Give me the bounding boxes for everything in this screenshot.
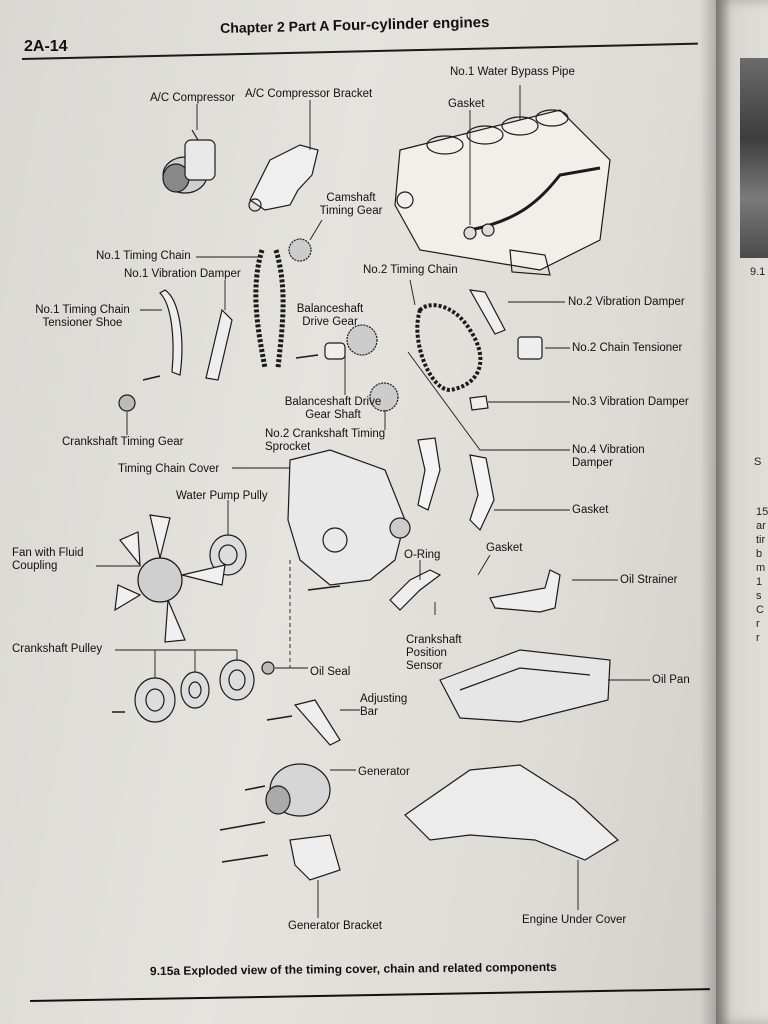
adjacent-fragment: C: [756, 604, 764, 616]
no1-damper-drawing: [205, 308, 233, 381]
adjacent-page: 9.1 S 15 ar tir b m 1 s C r r: [716, 0, 768, 1024]
adjacent-fragment: tir: [756, 534, 766, 546]
label-balanceshaft-drive-gear-shaft: Balanceshaft Drive Gear Shaft: [284, 396, 382, 421]
label-no3-vibration-damper: No.3 Vibration Damper: [572, 396, 689, 408]
balanceshaft-gear-drawing: [346, 324, 378, 356]
adjacent-figure-ref: 9.1: [750, 266, 766, 278]
oil-strainer-drawing: [489, 569, 561, 613]
ac-compressor-drawing: [162, 129, 216, 194]
label-crankshaft-timing-gear: Crankshaft Timing Gear: [62, 436, 184, 448]
oil-pan-drawing: [439, 649, 611, 723]
label-ac-compressor-bracket: A/C Compressor Bracket: [245, 88, 373, 100]
label-crankshaft-pulley: Crankshaft Pulley: [12, 643, 103, 655]
crankshaft-pulley-drawing: [134, 659, 255, 723]
label-o-ring: O-Ring: [404, 549, 441, 561]
label-no2-timing-chain: No.2 Timing Chain: [363, 264, 458, 276]
label-no1-vibration-damper: No.1 Vibration Damper: [124, 268, 241, 280]
label-oil-seal: Oil Seal: [310, 666, 351, 678]
label-ac-compressor: A/C Compressor: [150, 92, 235, 104]
label-gasket-mid: Gasket: [572, 504, 609, 516]
label-fan-with-fluid-coupling: Fan with Fluid Coupling: [12, 547, 84, 572]
label-timing-chain-cover: Timing Chain Cover: [118, 463, 220, 475]
adjacent-fragment: 1: [756, 576, 763, 588]
label-crankshaft-position-sensor: Crankshaft Position Sensor: [406, 634, 462, 672]
no2-timing-chain-drawing: [415, 303, 483, 393]
label-no2-chain-tensioner: No.2 Chain Tensioner: [572, 342, 683, 354]
label-no1-timing-chain: No.1 Timing Chain: [96, 250, 191, 262]
camshaft-gear-drawing: [288, 238, 312, 262]
generator-bracket-drawing: [289, 834, 341, 881]
adjusting-bar-drawing: [293, 699, 341, 746]
adjacent-fragment: b: [756, 548, 763, 560]
label-oil-pan: Oil Pan: [652, 674, 690, 686]
tensioner-shoe-drawing: [159, 289, 183, 376]
adjacent-fragment: s: [756, 590, 762, 602]
label-no4-vibration-damper: No.4 Vibration Damper: [572, 444, 645, 469]
no2-sprocket-drawing: [369, 382, 399, 412]
label-no2-crankshaft-timing-sprocket: No.2 Crankshaft Timing Sprocket: [265, 428, 386, 453]
no2-damper-drawing: [468, 289, 506, 335]
leader-lines: [96, 85, 650, 918]
page-number: 2A-14: [24, 38, 68, 55]
fan-drawing: [114, 514, 226, 643]
no3-damper-drawing: [469, 395, 489, 411]
crankshaft-timing-gear-drawing: [118, 394, 136, 412]
label-adjusting-bar: Adjusting Bar: [360, 693, 408, 718]
crank-sensor-drawing: [389, 569, 442, 611]
label-oil-strainer: Oil Strainer: [620, 574, 678, 586]
adjacent-page-photo: [740, 58, 768, 258]
label-gasket-top: Gasket: [448, 98, 485, 110]
label-camshaft-timing-gear: Camshaft Timing Gear: [319, 192, 383, 217]
label-generator-bracket: Generator Bracket: [288, 920, 382, 932]
adjacent-fragment: r: [756, 632, 760, 644]
label-balanceshaft-drive-gear: Balanceshaft Drive Gear: [296, 303, 364, 328]
under-cover-drawing: [404, 764, 619, 861]
label-no2-vibration-damper: No.2 Vibration Damper: [568, 296, 685, 308]
label-no1-water-bypass-pipe: No.1 Water Bypass Pipe: [450, 66, 575, 78]
adjacent-fragment: r: [756, 618, 760, 630]
label-gasket-lower: Gasket: [486, 542, 523, 554]
oil-seal-drawing: [261, 661, 275, 675]
label-engine-under-cover: Engine Under Cover: [522, 914, 627, 926]
no1-timing-chain-drawing: [253, 249, 286, 369]
ac-bracket-drawing: [249, 144, 319, 211]
adjacent-fragment: ar: [756, 520, 766, 532]
book-gutter: [700, 0, 720, 1024]
engine-block-drawing: [394, 109, 611, 276]
caption-number: 9.15a: [149, 963, 181, 979]
label-water-pump-pully: Water Pump Pully: [176, 490, 268, 502]
timing-cover-drawing: [287, 449, 406, 586]
label-generator: Generator: [358, 766, 410, 778]
bolts-drawing: [112, 354, 341, 863]
no4-damper-gasket-drawing: [469, 454, 495, 532]
label-no1-timing-chain-tensioner-shoe: No.1 Timing Chain Tensioner Shoe: [35, 304, 130, 329]
adjacent-fragment: m: [756, 562, 766, 574]
adjacent-fragment: S: [754, 456, 762, 468]
no2-tensioner-drawing: [517, 336, 543, 360]
upper-gasket-drawing: [417, 437, 441, 511]
adjacent-fragment: 15: [756, 506, 768, 518]
generator-drawing: [265, 763, 331, 817]
